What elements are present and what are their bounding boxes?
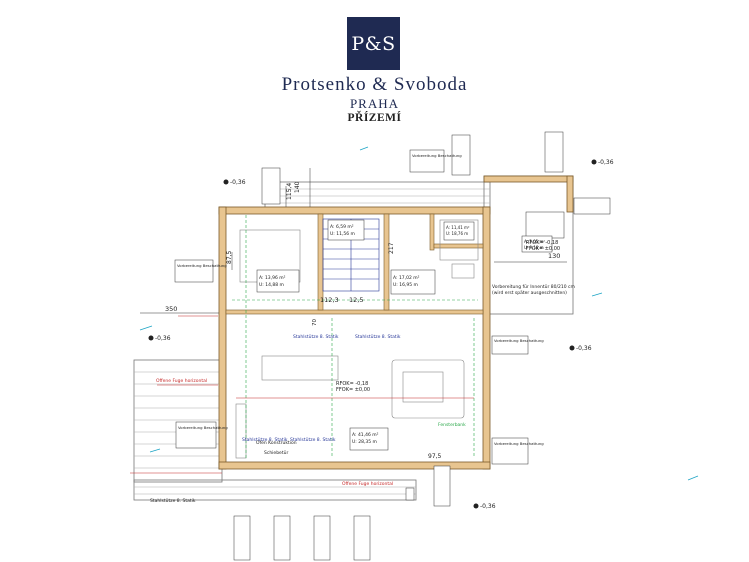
note-stairs-2: Stahlstütze 8. Statik xyxy=(355,334,401,340)
tag-4: Vorbereitung Beschattung xyxy=(494,441,544,446)
room-6-perim: U: 9,18 m xyxy=(524,245,544,250)
tag-1: Vorbereitung Beschattung xyxy=(177,263,227,268)
dim-12: 12,5 xyxy=(349,296,363,304)
shading-tags xyxy=(174,131,611,561)
level-2: -0,36 xyxy=(598,159,614,166)
note-stairs-1: Stahlstütze 8. Statik xyxy=(293,334,339,340)
note-schieb: Schiebetür xyxy=(264,450,288,456)
dim-87: 87,5 xyxy=(226,250,233,264)
room-3-perim: U: 16,95 m xyxy=(393,282,418,288)
dim-115: 115,4 xyxy=(286,183,293,200)
room-3-area: A: 17,02 m² xyxy=(393,275,420,281)
exterior-walls xyxy=(218,175,574,470)
grid-lines xyxy=(232,215,478,458)
note-window-front: Offene Fuge horizontal xyxy=(156,378,207,384)
floor-title: PŘÍZEMÍ xyxy=(347,112,402,124)
brand-city: PRAHA xyxy=(349,96,400,111)
brand-logo: P&S xyxy=(347,17,400,70)
height-2: FFOK= ±0,00 xyxy=(336,387,370,393)
room-2-perim: U: 11,56 m xyxy=(330,231,355,237)
height-1: RFOK= -0,18 xyxy=(336,381,368,387)
brand-name: Protsenko & Svoboda xyxy=(281,74,468,95)
dim-130: 130 xyxy=(548,252,560,260)
level-symbols xyxy=(148,159,597,509)
room-4-perim: U: 28,35 m xyxy=(352,439,377,445)
note-door-2: (wird erst später ausgeschnitten) xyxy=(492,290,567,296)
room-5-perim: U: 18,76 m xyxy=(446,231,468,236)
note-fenster: Fensterbank xyxy=(438,422,466,428)
note-ofen: Ofen Konstruktion xyxy=(256,440,297,446)
level-4: -0,36 xyxy=(576,345,592,352)
dim-97: 97,5 xyxy=(428,453,442,460)
room-5-area: A: 11,41 m² xyxy=(446,225,470,230)
dim-350: 350 xyxy=(165,305,177,313)
dim-70: 70 xyxy=(312,319,318,326)
level-1: -0,36 xyxy=(230,179,246,186)
note-stairs-4: Stahlstütze 8. Statik xyxy=(290,437,336,443)
room-4-area: A: 41,46 m² xyxy=(352,432,379,438)
brand-monogram: P&S xyxy=(351,32,396,55)
room-1-perim: U: 14,88 m xyxy=(259,282,284,288)
note-pillar-front: Stahlstütze 8. Statik xyxy=(150,498,196,504)
note-stairs-3: Stahlstütze 8. Statik xyxy=(242,437,288,443)
dim-217: 217 xyxy=(388,242,395,254)
height-3: RFOK= -0,18 xyxy=(526,240,558,246)
room-6-area: A: 5,05 m² xyxy=(524,239,545,244)
dim-112: 112,3 xyxy=(320,296,339,304)
dimension-lines-red xyxy=(130,315,474,474)
plan-labels: 350 140 115,4 87,5 130 97,5 217 112,3 12… xyxy=(150,153,614,510)
room-stamps xyxy=(256,219,553,451)
note-window-side: Offene Fuge horizontal xyxy=(342,481,393,487)
level-3: -0,36 xyxy=(155,335,171,342)
height-4: FFOK= ±0,00 xyxy=(526,246,560,252)
dim-140: 140 xyxy=(294,181,301,193)
room-2-area: A: 6,59 m² xyxy=(330,224,354,230)
tag-3: Vorbereitung Beschattung xyxy=(494,338,544,343)
dimension-lines xyxy=(140,168,567,314)
note-door: Vorbereitung für Innentür 80/210 cm xyxy=(492,284,575,290)
tag-2: Vorbereitung Beschattung xyxy=(178,425,228,430)
interior-walls xyxy=(225,213,484,315)
level-markers xyxy=(139,146,699,481)
tag-5: Vorbereitung Beschattung xyxy=(412,153,462,158)
level-5: -0,36 xyxy=(480,503,496,510)
room-1-area: A: 13,96 m² xyxy=(259,275,286,281)
